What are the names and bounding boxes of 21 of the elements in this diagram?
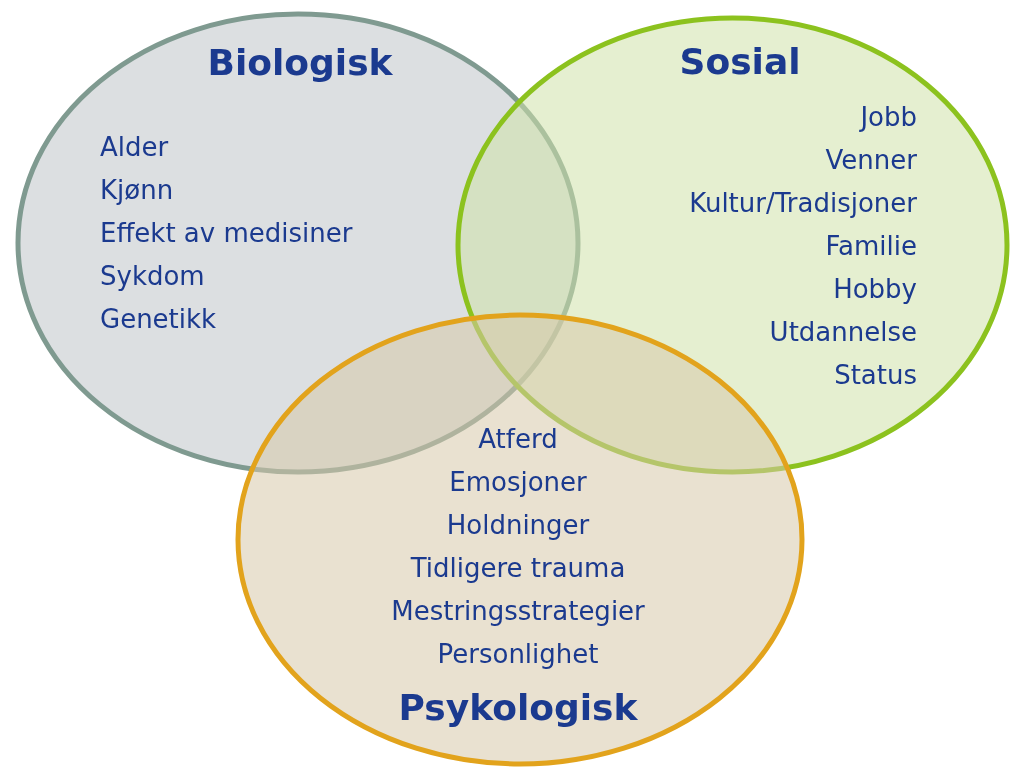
factor-text: Venner	[825, 147, 917, 173]
factor-text: Effekt av medisiner	[100, 220, 353, 246]
factor-text: Kultur/Tradisjoner	[689, 190, 917, 216]
factor-text: Status	[834, 362, 917, 388]
factor-text: Mestringsstrategier	[391, 598, 645, 624]
circle-heading: Psykologisk	[398, 690, 638, 726]
factor-text: Personlighet	[437, 641, 599, 667]
circle-heading: Biologisk	[207, 45, 393, 81]
factor-text: Atferd	[478, 426, 558, 452]
factor-text: Alder	[100, 134, 169, 160]
factor-text: Genetikk	[100, 306, 217, 332]
factor-text: Holdninger	[446, 512, 590, 538]
factor-text: Emosjoner	[449, 469, 587, 495]
factor-text: Jobb	[860, 104, 917, 130]
factor-text: Tidligere trauma	[410, 555, 626, 581]
factor-text: Kjønn	[100, 177, 174, 203]
factor-text: Sykdom	[100, 263, 205, 289]
circle-heading: Sosial	[679, 44, 801, 80]
factor-text: Hobby	[833, 276, 917, 302]
factor-text: Utdannelse	[769, 319, 917, 345]
factor-text: Familie	[825, 233, 917, 259]
